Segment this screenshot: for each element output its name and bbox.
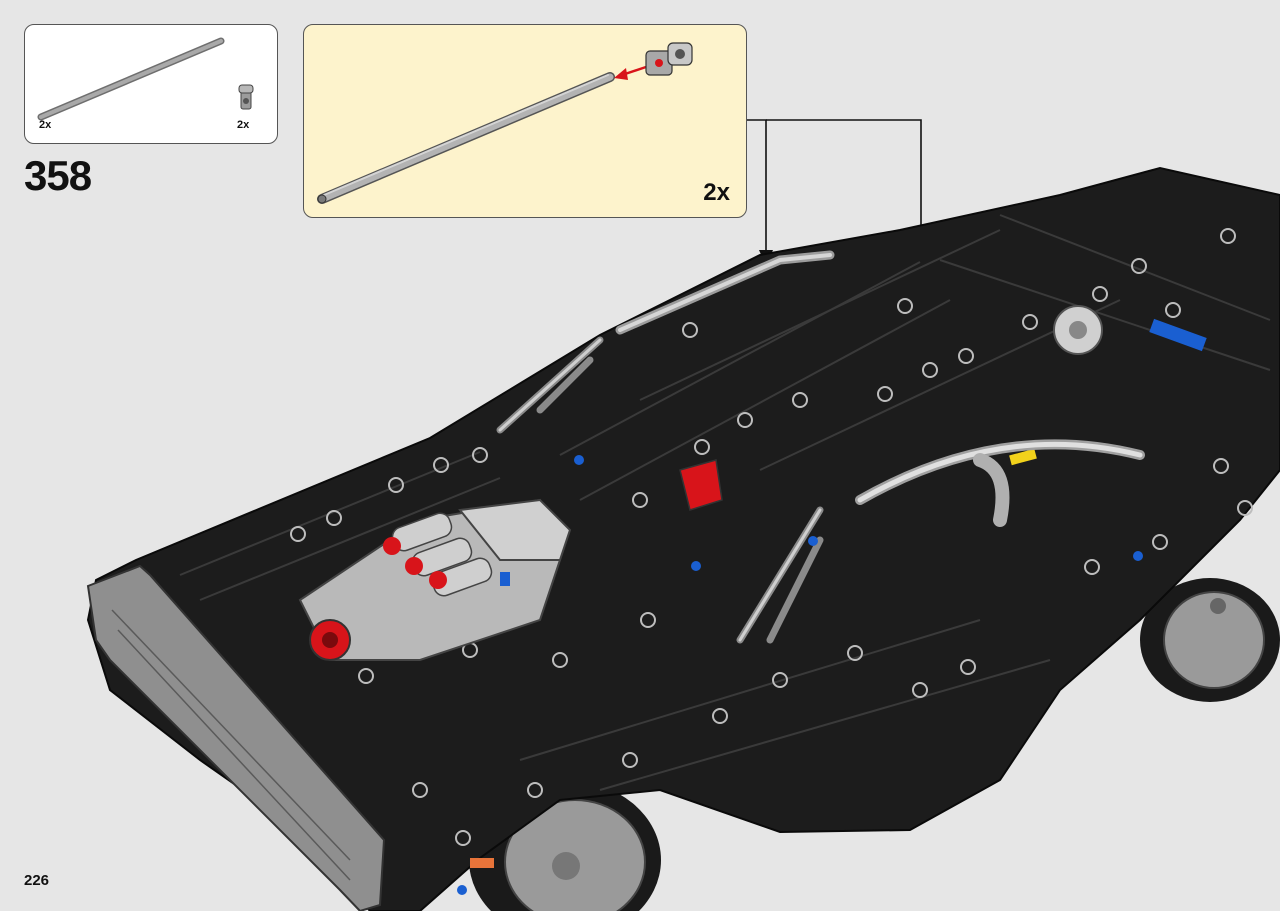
page-number: 226 [24,872,50,889]
connector-part-icon [238,84,254,110]
front-grille [86,564,386,911]
beam-holes [290,228,1253,846]
connector-icon [645,42,693,76]
parts-list-illustration [37,37,254,121]
placement-arrow-icon [914,452,928,468]
hood-panels [179,214,1271,791]
engine-block [298,498,572,661]
car-body [86,166,1280,911]
sub-assembly-illustration [317,42,693,204]
rear-wheel [1140,578,1280,702]
sub-assembly-multiplier: 2x [703,179,730,206]
gear-icon [1053,305,1103,355]
connector-quantity: 2x [237,119,250,131]
red-brick [679,459,723,511]
sub-assembly-callout: 2x [303,24,747,218]
pulley-gear-icon [309,619,351,661]
blue-pins [457,455,1143,895]
parts-list-callout: 2x 2x [24,24,278,144]
step-number: 358 [24,152,92,199]
roof-axle [615,250,835,335]
placement-arrow-icon [759,250,773,266]
axle-quantity: 2x [39,119,52,131]
callout-leader-lines [747,119,922,458]
roll-bar-tube [855,439,1145,505]
blue-beam [1149,318,1207,352]
strut-assemblies [496,336,824,644]
yellow-tile [1009,448,1037,466]
orange-tile [470,858,494,868]
front-wheel [469,780,661,911]
